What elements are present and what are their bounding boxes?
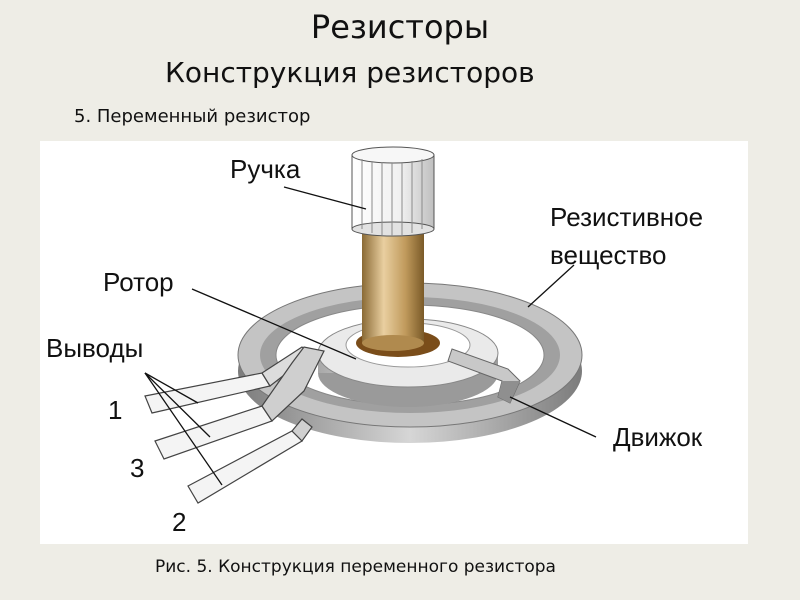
knob	[351, 146, 435, 237]
leader-wiper	[509, 396, 597, 438]
rotor-label: Ротор	[103, 267, 174, 297]
leader-t3	[144, 372, 211, 438]
leader-knob	[283, 186, 367, 210]
terminal-1-label: 1	[108, 395, 123, 425]
leader-t1	[144, 372, 199, 404]
terminal-2	[187, 418, 313, 504]
terminal-2-label: 2	[172, 507, 187, 537]
leader-resistive	[527, 264, 575, 308]
slide-subtitle: Конструкция резисторов	[165, 56, 535, 89]
figure-caption: Рис. 5. Конструкция переменного резистор…	[155, 557, 556, 577]
knob-label: Ручка	[230, 154, 301, 184]
leader-lines	[144, 186, 597, 486]
terminal-3-label: 3	[130, 453, 145, 483]
leader-rotor	[191, 288, 357, 360]
terminals-label: Выводы	[46, 333, 144, 363]
resistor-diagram	[144, 146, 597, 504]
wiper-label: Движок	[613, 422, 703, 452]
resistor-figure: Ручка Резистивное вещество Ротор Выводы …	[40, 141, 748, 544]
section-heading: 5. Переменный резистор	[74, 106, 311, 127]
shaft	[362, 221, 424, 351]
leader-t2	[144, 372, 223, 486]
wiper-arm	[447, 348, 521, 404]
resistive-label-line2: вещество	[550, 240, 667, 270]
terminal-3	[154, 346, 325, 460]
resistive-label-line1: Резистивное	[550, 202, 704, 232]
slide-title: Резисторы	[310, 8, 490, 46]
